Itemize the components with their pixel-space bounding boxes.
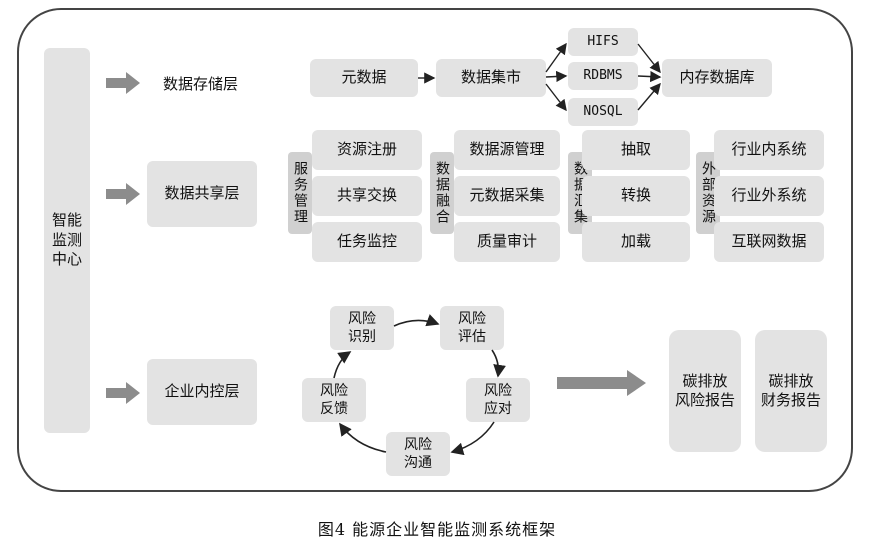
layer-storage-label: 数据存储层 <box>163 74 239 93</box>
arrow-mart-to-hifs <box>545 42 567 73</box>
block-arrow-sharing <box>106 183 140 205</box>
arrow-respond-to-communicate <box>450 421 495 456</box>
arrow-feedback-to-identify <box>333 351 352 379</box>
risk-report-box: 碳排放 风险报告 <box>669 330 741 452</box>
data-fusion-tag: 数据融合 <box>430 152 454 234</box>
outer-frame <box>17 8 853 492</box>
fusion-item-meta-collect: 元数据采集 <box>454 176 560 216</box>
arrow-rdbms-to-memdb <box>637 70 662 83</box>
arrow-identify-to-assess <box>393 314 440 327</box>
risk-identify-box: 风险 识别 <box>330 306 394 350</box>
risk-assess-box: 风险 评估 <box>440 306 504 350</box>
arrow-mart-to-nosql <box>545 83 567 112</box>
arrow-assess-to-respond <box>491 349 506 378</box>
block-arrow-storage <box>106 72 140 94</box>
data-fusion-title: 数据融合 <box>434 161 450 225</box>
collect-item-extract: 抽取 <box>582 130 690 170</box>
risk-respond-box: 风险 应对 <box>466 378 530 422</box>
arrow-mart-to-rdbms <box>545 70 568 83</box>
storage-nosql-box: NOSQL <box>568 98 638 126</box>
fusion-item-source-mgmt: 数据源管理 <box>454 130 560 170</box>
storage-memdb-box: 内存数据库 <box>662 59 772 97</box>
risk-communicate-box: 风险 沟通 <box>386 432 450 476</box>
block-arrow-control <box>106 382 140 404</box>
arrow-hifs-to-memdb <box>637 43 661 74</box>
service-mgmt-title: 服务管理 <box>292 161 308 225</box>
collect-item-transform: 转换 <box>582 176 690 216</box>
block-arrow-reports <box>557 370 646 396</box>
layer-sharing-label: 数据共享层 <box>147 161 257 227</box>
layer-control-label: 企业内控层 <box>147 359 257 425</box>
external-item-industry-out: 行业外系统 <box>714 176 824 216</box>
collect-item-load: 加载 <box>582 222 690 262</box>
service-mgmt-tag: 服务管理 <box>288 152 312 234</box>
service-item-monitor: 任务监控 <box>312 222 422 262</box>
figure-caption: 图4 能源企业智能监测系统框架 <box>317 520 557 539</box>
storage-meta-box: 元数据 <box>310 59 418 97</box>
service-item-register: 资源注册 <box>312 130 422 170</box>
external-res-title: 外部资源 <box>700 161 716 225</box>
storage-rdbms-box: RDBMS <box>568 62 638 90</box>
risk-feedback-box: 风险 反馈 <box>302 378 366 422</box>
external-item-internet: 互联网数据 <box>714 222 824 262</box>
storage-mart-box: 数据集市 <box>436 59 546 97</box>
service-item-exchange: 共享交换 <box>312 176 422 216</box>
fusion-item-quality-audit: 质量审计 <box>454 222 560 262</box>
external-item-industry-in: 行业内系统 <box>714 130 824 170</box>
arrow-nosql-to-memdb <box>637 82 661 111</box>
storage-hifs-box: HIFS <box>568 28 638 56</box>
arrow-communicate-to-feedback <box>339 422 387 453</box>
finance-report-box: 碳排放 财务报告 <box>755 330 827 452</box>
monitoring-center: 智能 监测 中心 <box>44 48 90 433</box>
